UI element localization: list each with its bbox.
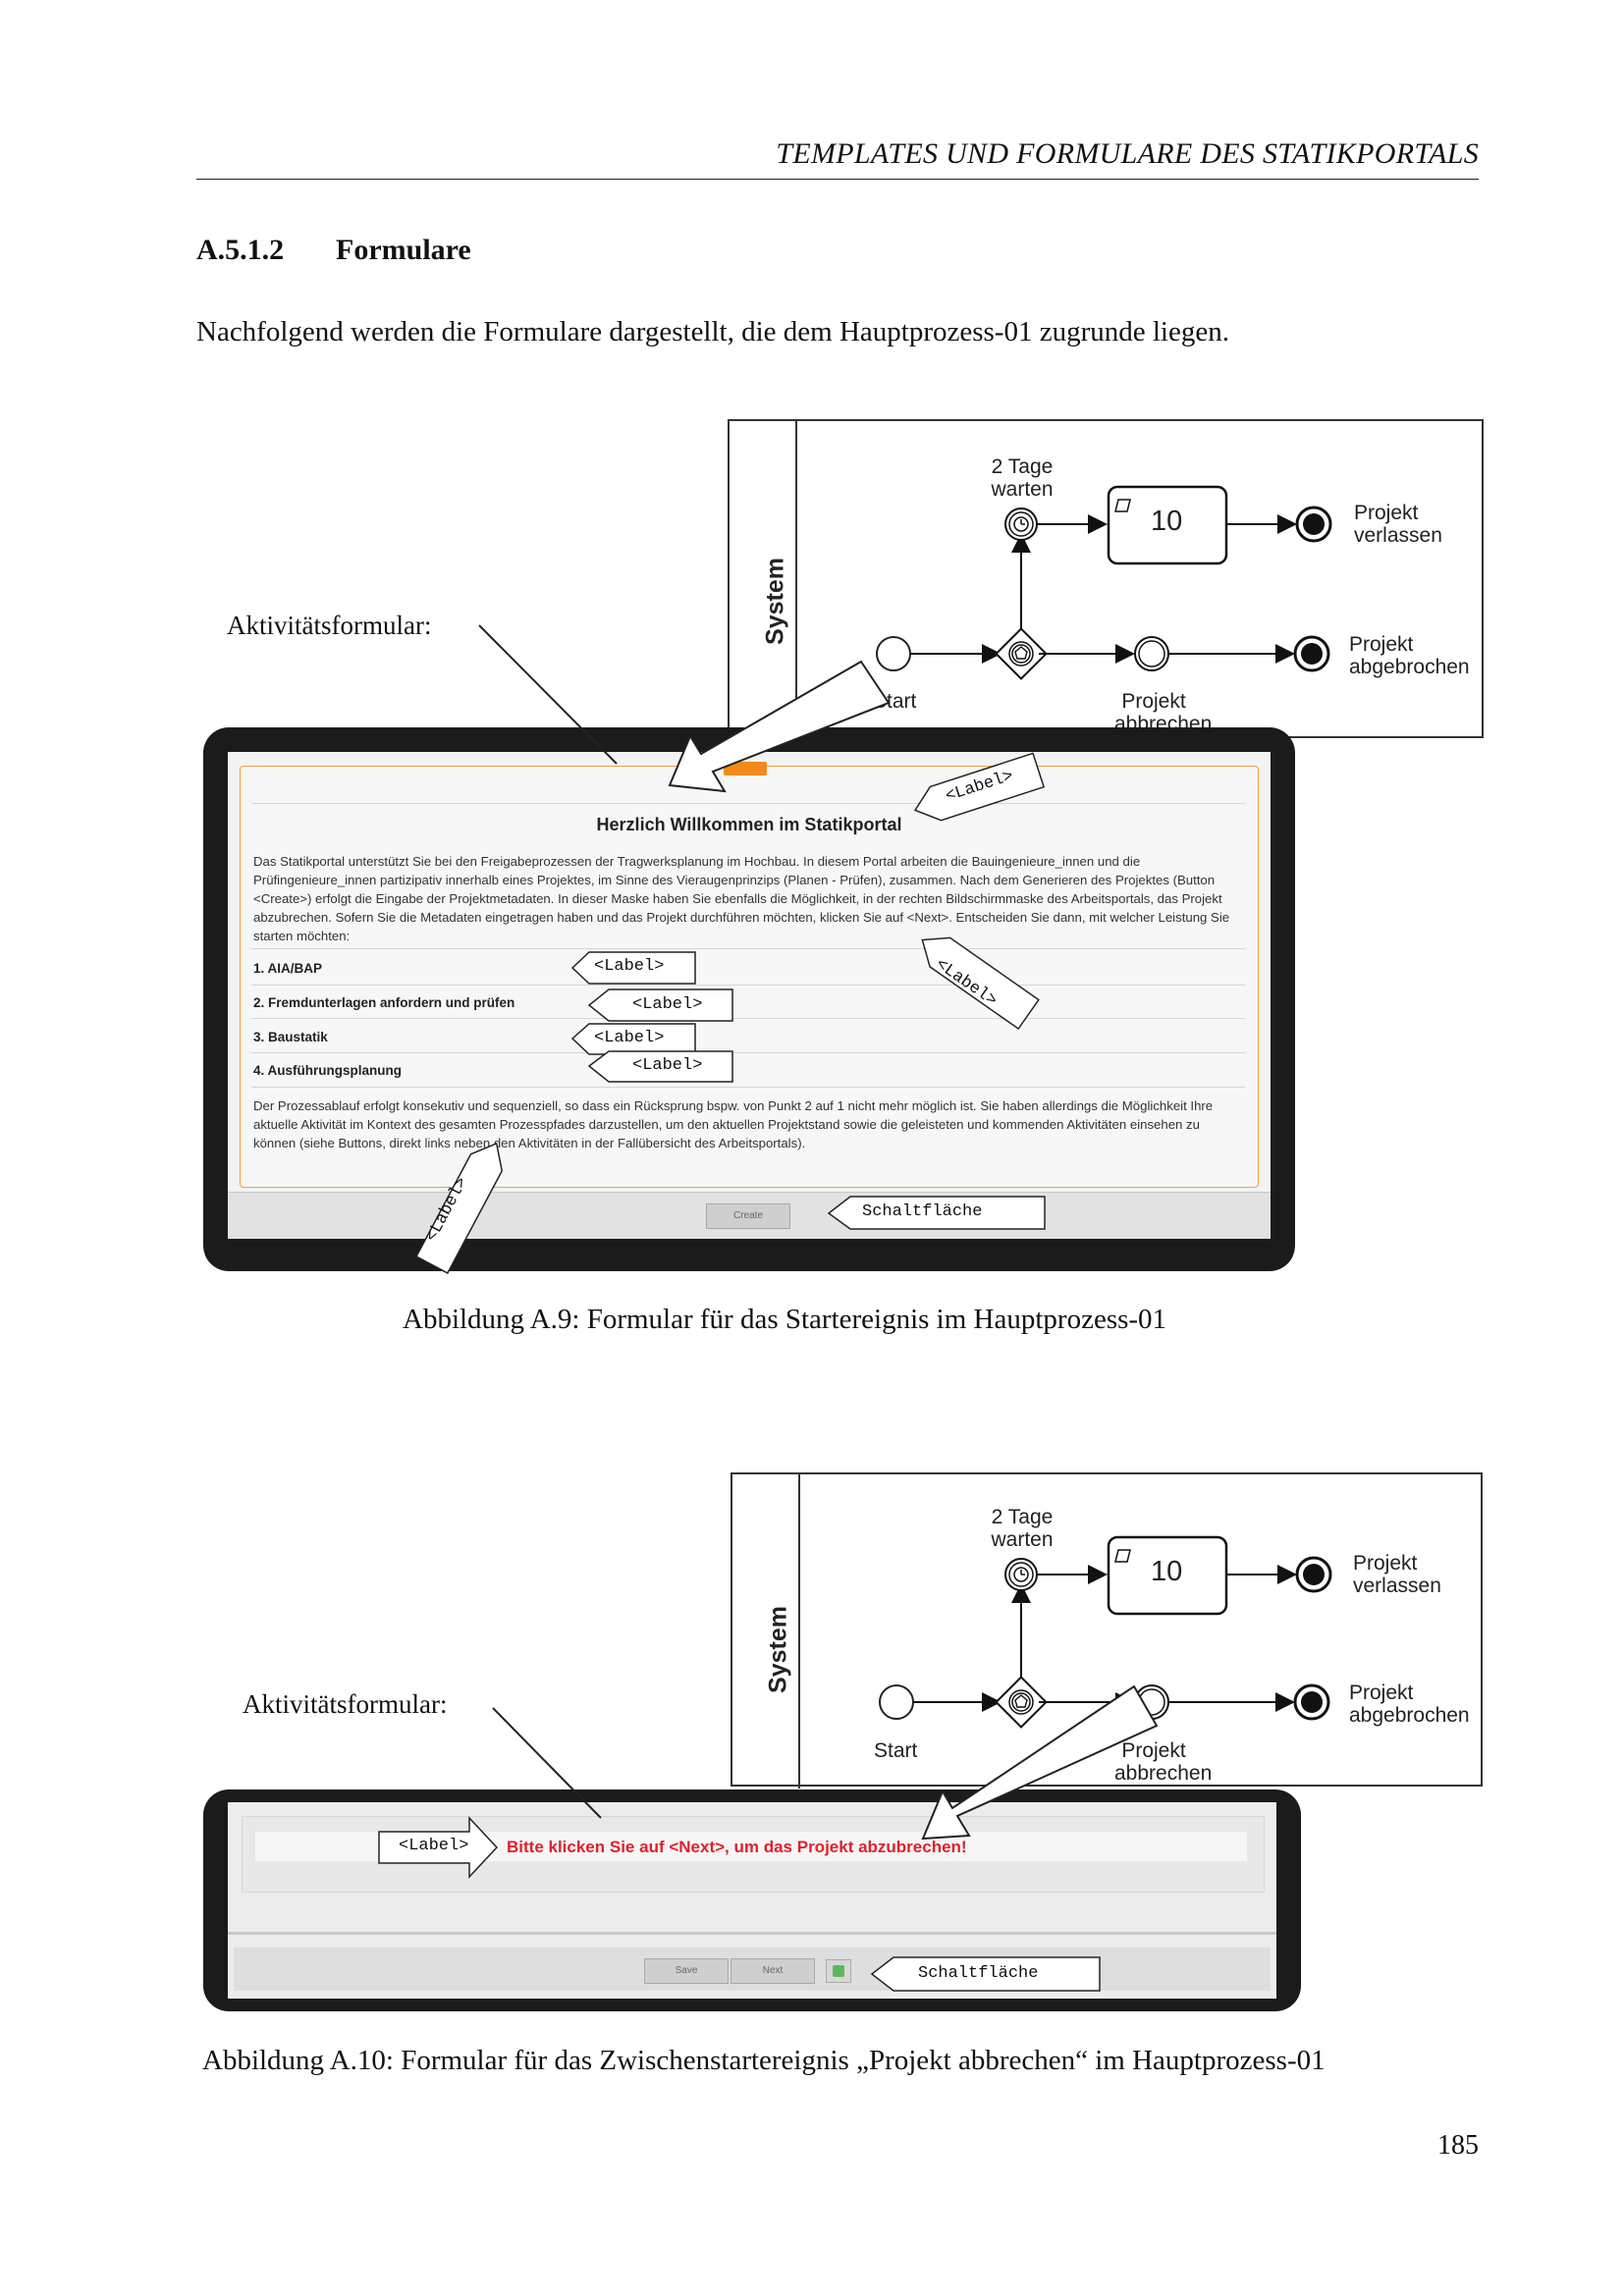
label-callout: <Label>: [632, 1056, 703, 1075]
button-callout: Schaltfläche: [862, 1202, 983, 1221]
form-paragraph-2: Der Prozessablauf erfolgt konsekutiv und…: [253, 1098, 1214, 1150]
task-value: 10: [1151, 1556, 1183, 1587]
label-callout: <Label>: [594, 957, 665, 976]
start-event: [879, 1684, 914, 1720]
bpmn-svg-1: [795, 421, 1332, 740]
figure1-form-screen: Herzlich Willkommen im Statikportal Das …: [228, 752, 1271, 1239]
figure2-bpmn-diagram: System 2 Tage warten 10 Projekt verlasse…: [731, 1472, 1483, 1789]
end-leave-label: Projekt verlassen: [1354, 502, 1442, 547]
intro-paragraph: Nachfolgend werden die Formulare dargest…: [196, 316, 1229, 347]
event-gateway: [995, 627, 1048, 680]
create-button[interactable]: Create: [706, 1203, 790, 1229]
page-number: 185: [1437, 2130, 1479, 2161]
next-button[interactable]: Next: [731, 1958, 815, 1984]
section-title: Formulare: [336, 234, 471, 266]
label-callout: <Label>: [632, 995, 703, 1014]
plus-icon: [833, 1965, 844, 1977]
lane-label: System: [761, 558, 789, 645]
cancel-message: Bitte klicken Sie auf <Next>, um das Pro…: [507, 1838, 967, 1856]
timer-event: [1004, 507, 1038, 541]
timer-event: [1004, 1558, 1038, 1591]
start-label: Start: [873, 690, 917, 713]
bpmn-svg-2: [798, 1474, 1332, 1789]
running-header: TEMPLATES UND FORMULARE DES STATIKPORTAL…: [776, 137, 1479, 170]
start-label: Start: [874, 1739, 918, 1762]
figure1-annotation: Aktivitätsformular:: [227, 611, 432, 640]
header-rule: [196, 179, 1479, 180]
task-value: 10: [1151, 506, 1183, 537]
timer-label: 2 Tage warten: [991, 455, 1054, 501]
orange-tab: [724, 762, 767, 775]
list-item[interactable]: 4. Ausführungsplanung: [253, 1063, 402, 1078]
event-gateway: [995, 1676, 1048, 1729]
figure1-caption: Abbildung A.9: Formular für das Startere…: [403, 1304, 1167, 1335]
intermediate-event: [1134, 1684, 1169, 1720]
add-button[interactable]: [826, 1959, 851, 1983]
button-callout: Schaltfläche: [918, 1964, 1039, 1983]
figure2-form-screen: Bitte klicken Sie auf <Next>, um das Pro…: [228, 1802, 1276, 1999]
start-event: [876, 636, 911, 671]
end-abort-label: Projekt abgebrochen: [1349, 633, 1470, 678]
label-callout: <Label>: [399, 1837, 469, 1855]
section-heading: A.5.1.2 Formulare: [196, 234, 471, 267]
list-item[interactable]: 3. Baustatik: [253, 1030, 328, 1044]
intermediate-label: Projekt abbrechen: [1114, 1739, 1213, 1785]
form-panel: [240, 766, 1259, 1188]
list-item[interactable]: 2. Fremdunterlagen anfordern und prüfen: [253, 995, 515, 1010]
end-abort-label: Projekt abgebrochen: [1349, 1682, 1470, 1727]
end-leave-label: Projekt verlassen: [1353, 1552, 1441, 1597]
section-number: A.5.1.2: [196, 234, 285, 266]
figure2-caption: Abbildung A.10: Formular für das Zwische…: [202, 2045, 1326, 2076]
intermediate-event: [1134, 636, 1169, 671]
save-button[interactable]: Save: [644, 1958, 729, 1984]
figure2-annotation: Aktivitätsformular:: [243, 1689, 448, 1719]
form-title: Herzlich Willkommen im Statikportal: [596, 815, 902, 834]
label-callout: <Label>: [594, 1029, 665, 1047]
timer-label: 2 Tage warten: [991, 1506, 1054, 1551]
lane-label: System: [764, 1606, 792, 1693]
figure1-bpmn-diagram: System 2 Tage warten 10 Projekt verlasse…: [728, 419, 1484, 740]
list-item[interactable]: 1. AIA/BAP: [253, 961, 323, 976]
form-paragraph-1: Das Statikportal unterstützt Sie bei den…: [253, 854, 1230, 943]
